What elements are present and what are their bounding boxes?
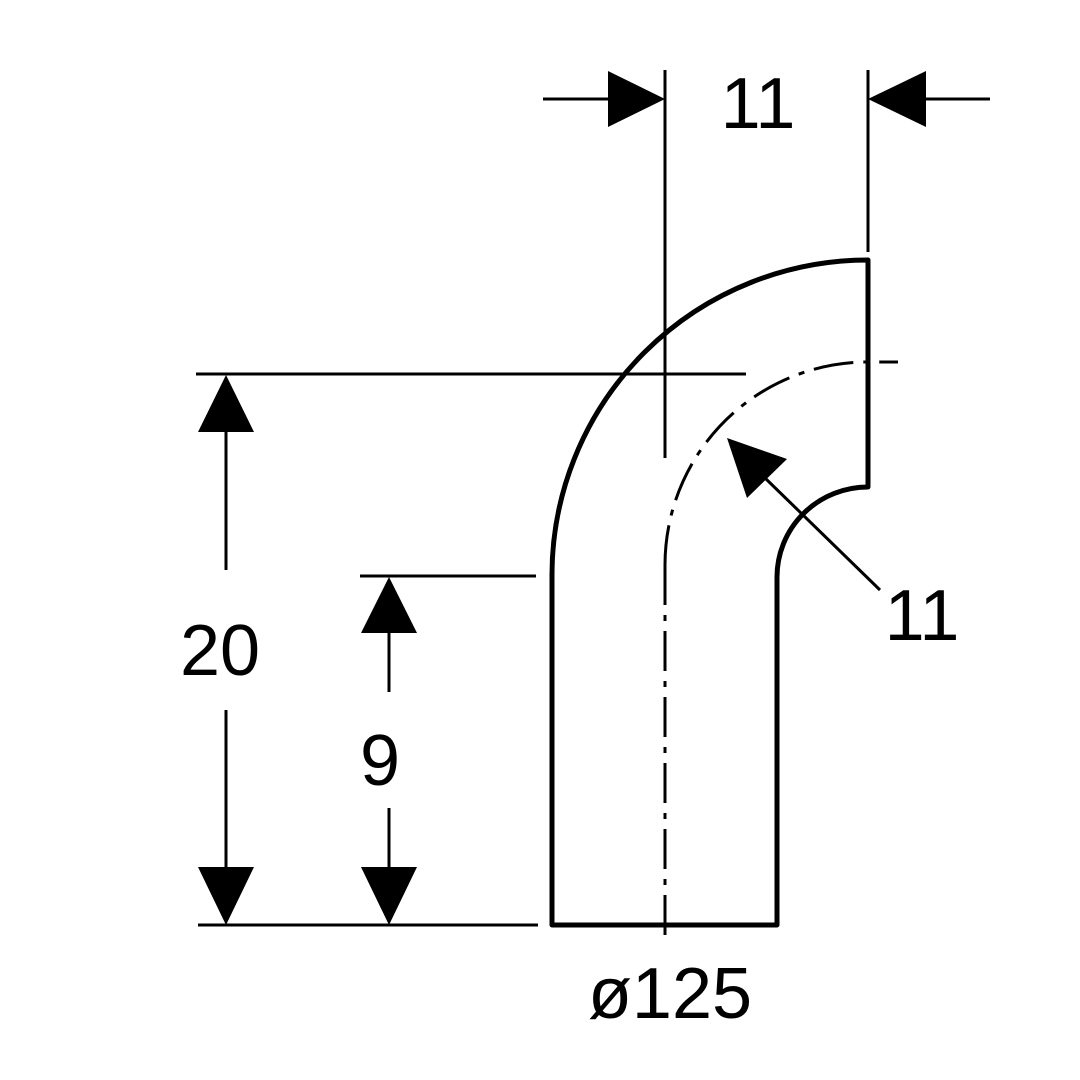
arrow-down-icon: [361, 867, 417, 925]
dimension-9: 9: [360, 577, 417, 925]
dimension-label-diameter: ø125: [588, 954, 752, 1034]
arrow-up-icon: [198, 375, 254, 432]
dimension-label-top-11: 11: [721, 64, 796, 144]
arrow-up-icon: [361, 577, 417, 633]
arrow-down-icon: [198, 867, 254, 925]
dimension-top-11: 11: [543, 64, 990, 144]
dimension-label-20: 20: [180, 611, 260, 691]
dimension-20: 20: [180, 375, 260, 925]
dimension-radius-11: 11: [727, 438, 959, 656]
dimension-label-radius-11: 11: [885, 576, 960, 656]
arrow-left-icon: [868, 71, 926, 127]
pipe-outline: [549, 257, 871, 928]
centerline-arc: [663, 360, 898, 566]
dimension-label-9: 9: [360, 721, 400, 801]
arrow-diagonal-icon: [727, 438, 787, 498]
arrow-right-icon: [608, 71, 665, 127]
